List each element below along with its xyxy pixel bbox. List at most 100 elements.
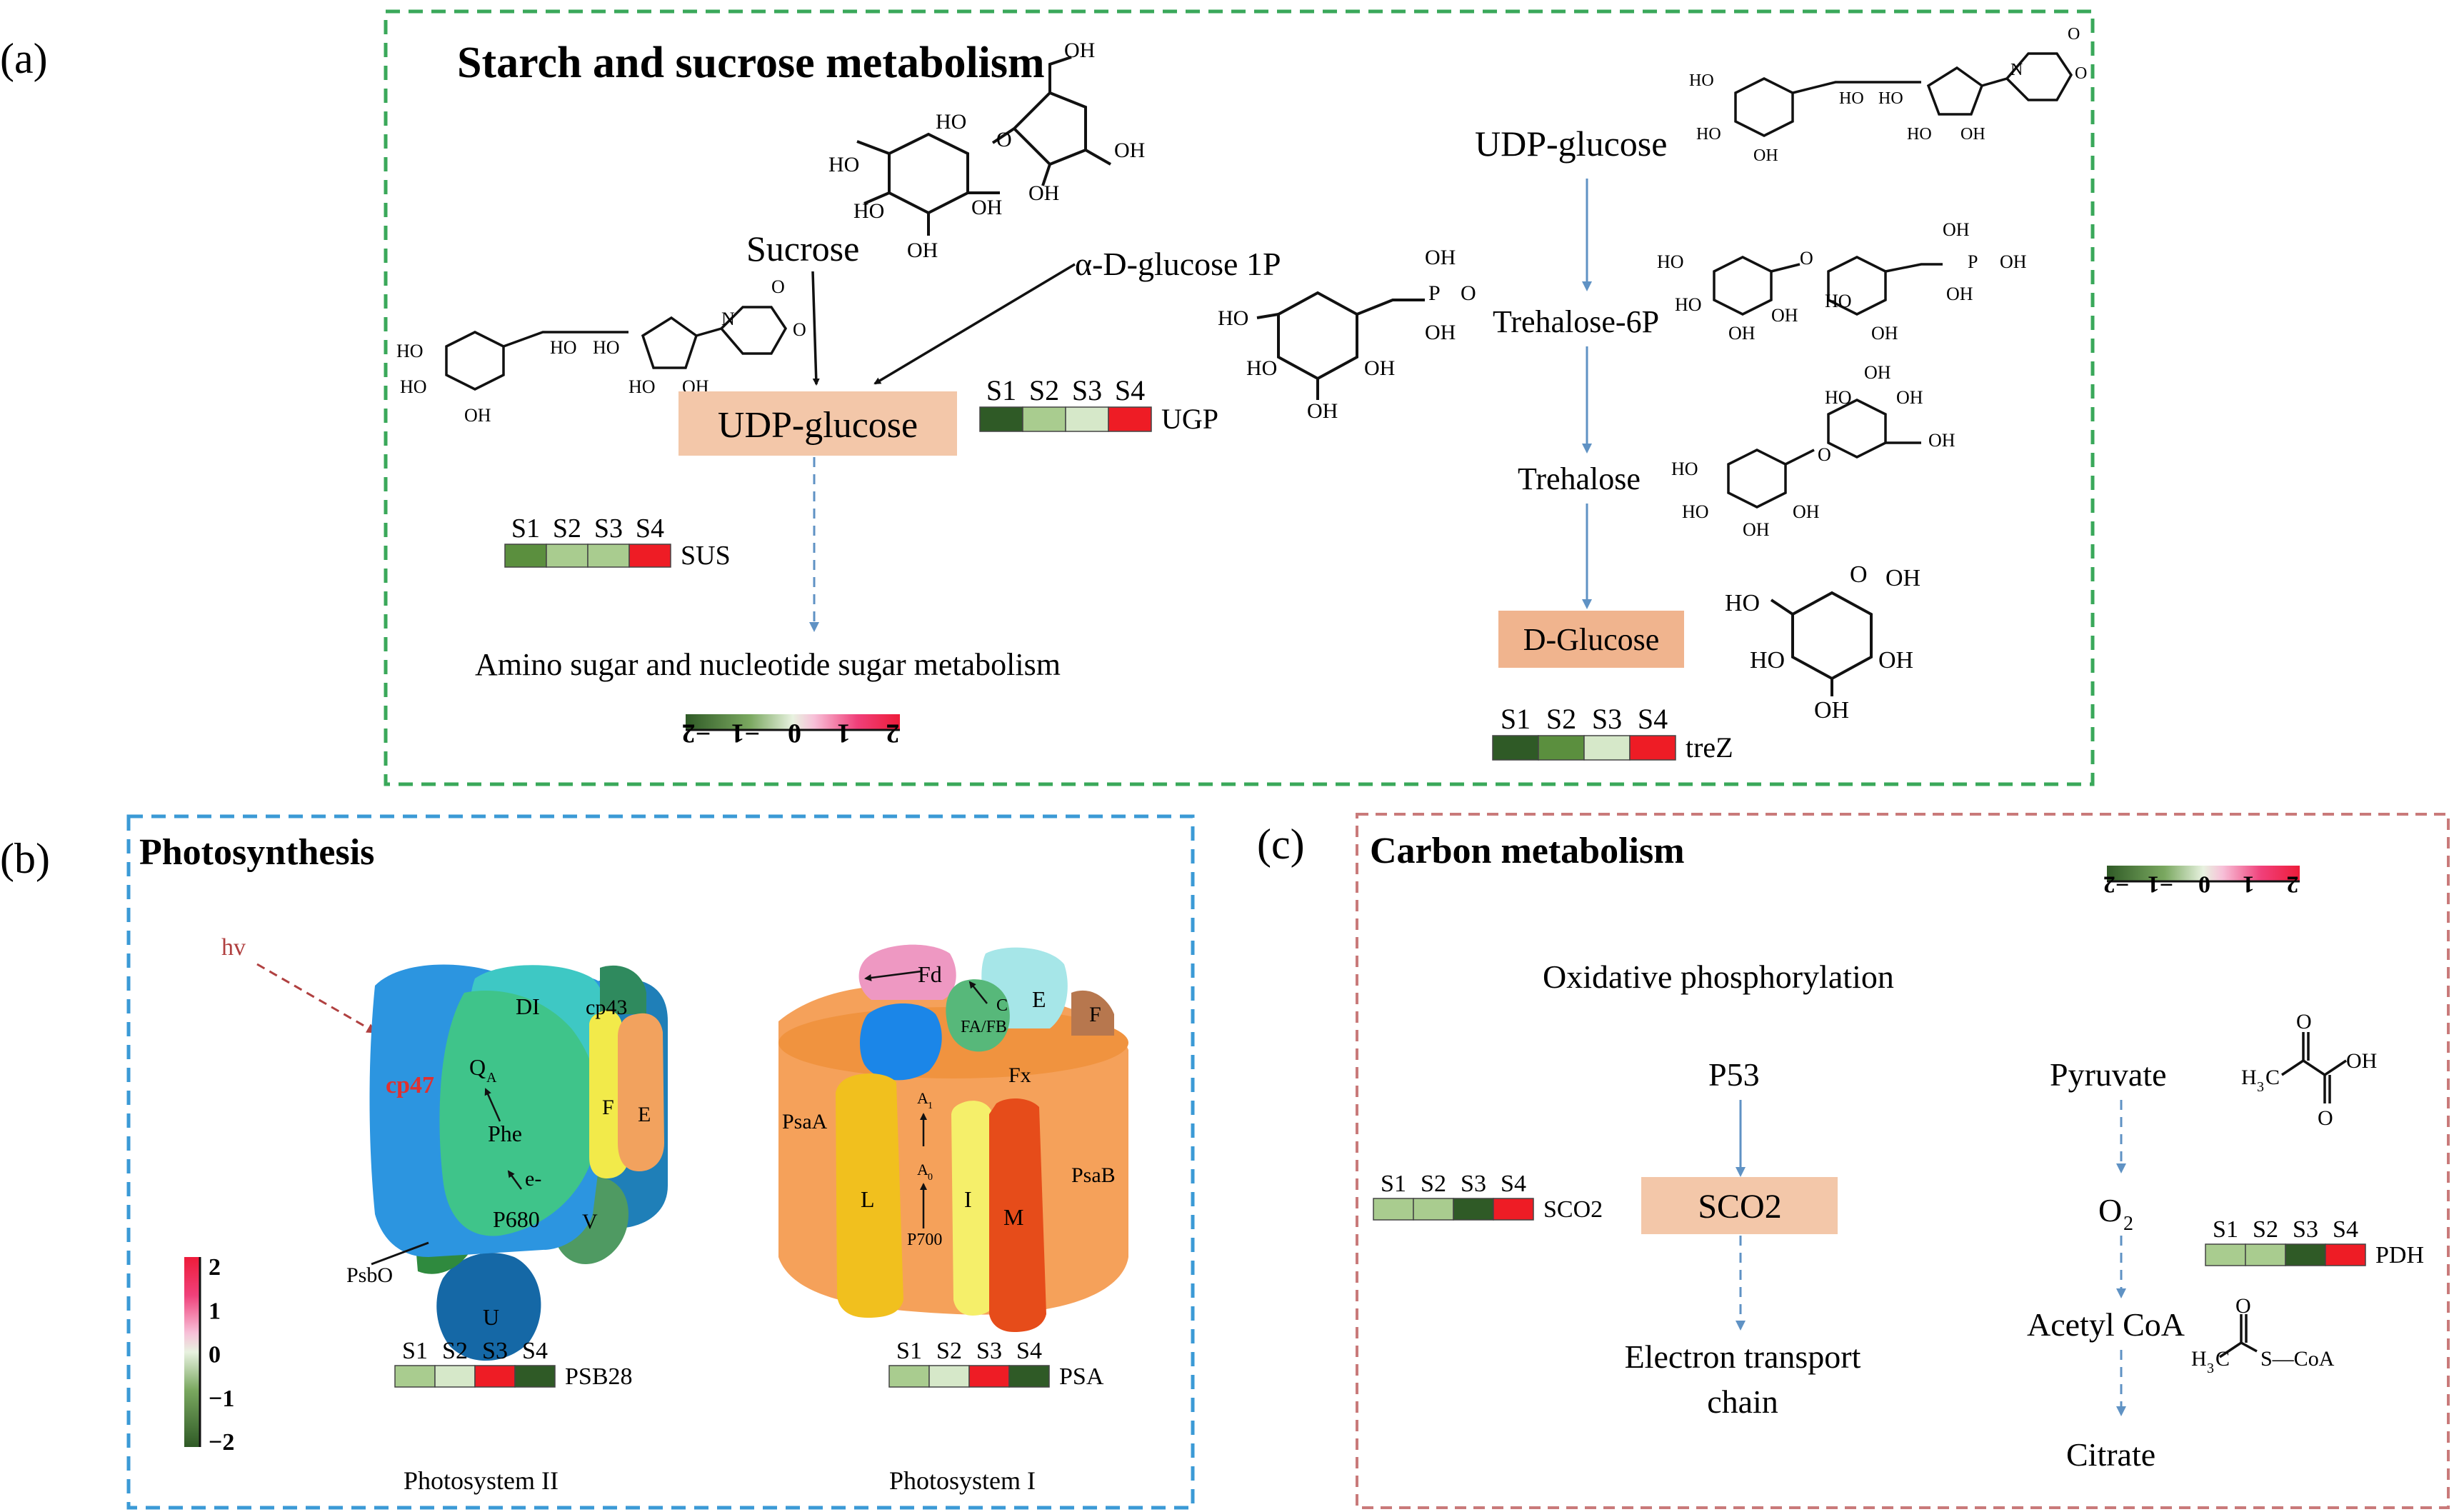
legend-tick: −2 xyxy=(209,1429,234,1456)
svg-text:N: N xyxy=(721,309,735,329)
psii-labels: cp47 DI cp43 Q A Phe e- P680 F E V U Psb… xyxy=(346,993,651,1330)
svg-text:HO: HO xyxy=(1750,647,1785,674)
heatmap-sample-label: S3 xyxy=(976,1338,1002,1364)
panel-a: (a) Starch and sucrose metabolism HO HO … xyxy=(0,9,2095,786)
heatmap-sample-label: S4 xyxy=(1501,1171,1526,1197)
heatmap-sample-label: S3 xyxy=(594,514,623,544)
svg-text:O: O xyxy=(2296,1010,2312,1033)
heatmap-sample-label: S4 xyxy=(636,514,664,544)
svg-text:O: O xyxy=(1850,561,1868,588)
svg-text:PsaB: PsaB xyxy=(1071,1163,1116,1187)
trehalose-labels: HO HO OH OH O HO OH OH OH xyxy=(1671,362,1955,540)
heatmap-cell xyxy=(979,406,1023,432)
svg-text:HO: HO xyxy=(593,337,620,358)
heatmap-cell xyxy=(434,1365,476,1388)
svg-text:O: O xyxy=(1461,281,1476,305)
heatmap-sample-label: S3 xyxy=(482,1338,508,1364)
heatmap-sample-label: S1 xyxy=(1381,1171,1406,1197)
svg-text:OH: OH xyxy=(1753,146,1778,165)
svg-text:HO: HO xyxy=(1825,387,1852,408)
sco2-box xyxy=(1641,1177,1838,1234)
heatmap-sample-label: S4 xyxy=(1638,703,1668,735)
heatmap-sample-label: S3 xyxy=(2293,1216,2318,1243)
svg-text:HO: HO xyxy=(1725,590,1760,616)
etc-label-line2: chain xyxy=(1707,1383,1778,1420)
svg-text:FA/FB: FA/FB xyxy=(961,1018,1007,1036)
svg-text:H: H xyxy=(2241,1066,2257,1089)
svg-text:OH: OH xyxy=(1364,356,1395,380)
heatmap-gene-label: PSB28 xyxy=(565,1363,633,1390)
svg-text:F: F xyxy=(602,1096,614,1119)
sucrose-labels: HO HO OH OH O HO OH OH OH xyxy=(828,39,1145,262)
svg-text:OH: OH xyxy=(971,196,1002,219)
legend-tick: −1 xyxy=(731,719,760,749)
heatmap-cell xyxy=(1492,735,1539,761)
pyruvate-labels: H 3 C O O OH xyxy=(2241,1010,2377,1130)
legend-tick: 1 xyxy=(2243,871,2255,897)
legend-tick: 1 xyxy=(837,719,851,749)
heatmap-cell xyxy=(1022,406,1066,432)
heatmap-cell xyxy=(928,1365,970,1388)
panel-b-color-legend: 210−1−2 xyxy=(184,1254,234,1456)
oxphos-label: Oxidative phosphorylation xyxy=(1543,958,1894,995)
panel-a-label: (a) xyxy=(0,35,48,82)
svg-text:HO: HO xyxy=(1878,89,1903,108)
heatmap-sample-label: S1 xyxy=(986,374,1016,406)
heatmap-cell xyxy=(968,1365,1010,1388)
heatmap-gene-label: UGP xyxy=(1161,403,1218,435)
svg-text:3: 3 xyxy=(2257,1079,2264,1095)
heatmap-sample-label: S4 xyxy=(1016,1338,1042,1364)
svg-text:OH: OH xyxy=(1028,181,1059,205)
trehalose6p-labels: HO HO OH O OH HO OH OH P OH OH xyxy=(1657,219,2027,344)
heatmap-gene-label: SUS xyxy=(681,541,731,571)
svg-text:OH: OH xyxy=(2346,1049,2377,1073)
svg-text:OH: OH xyxy=(1425,246,1456,269)
svg-text:C: C xyxy=(2265,1066,2280,1089)
udp-glucose-box-label: UDP-glucose xyxy=(718,405,918,446)
heatmap-gene-label: treZ xyxy=(1686,731,1733,763)
svg-text:HO: HO xyxy=(396,341,424,361)
etc-label-line1: Electron transport xyxy=(1625,1338,1861,1375)
svg-text:HO: HO xyxy=(1696,125,1721,144)
o2-subscript: 2 xyxy=(2123,1213,2133,1235)
acetyl-coa-structure xyxy=(2219,1314,2258,1358)
legend-tick: 0 xyxy=(788,719,801,749)
svg-text:HO: HO xyxy=(628,376,656,397)
panel-b-title: Photosynthesis xyxy=(139,832,374,873)
panel-a-border xyxy=(384,9,2095,786)
heatmap-sample-label: S2 xyxy=(936,1338,962,1364)
heatmap-sample-label: S2 xyxy=(1421,1171,1446,1197)
heatmap-cell xyxy=(2245,1243,2286,1266)
subunit-l xyxy=(836,1073,903,1318)
panel-b-label: (b) xyxy=(0,835,50,882)
acetyl-coa-label: Acetyl CoA xyxy=(2027,1306,2185,1343)
svg-text:HO: HO xyxy=(1825,291,1852,311)
heatmap-cell xyxy=(1008,1365,1050,1388)
svg-text:O: O xyxy=(771,276,785,297)
legend-tick: −1 xyxy=(2148,871,2173,897)
panel-c-title: Carbon metabolism xyxy=(1370,831,1685,871)
heatmap-sample-label: S1 xyxy=(511,514,540,544)
svg-text:HO: HO xyxy=(1839,89,1864,108)
svg-text:HO: HO xyxy=(853,199,884,223)
svg-text:F: F xyxy=(1089,1003,1101,1026)
svg-text:OH: OH xyxy=(1425,321,1456,344)
legend-tick: 0 xyxy=(2198,871,2210,897)
svg-text:HO: HO xyxy=(1671,459,1698,479)
svg-text:I: I xyxy=(964,1186,972,1212)
svg-text:O: O xyxy=(2075,64,2087,83)
svg-text:A: A xyxy=(917,1161,928,1178)
svg-text:O: O xyxy=(2068,25,2080,44)
svg-text:HO: HO xyxy=(1689,71,1714,90)
heatmap-cell xyxy=(1493,1198,1534,1221)
svg-text:O: O xyxy=(996,128,1012,151)
heatmap-gene-label: PDH xyxy=(2375,1242,2424,1268)
heatmap-cell xyxy=(2205,1243,2246,1266)
svg-text:OH: OH xyxy=(1943,219,1970,240)
cp47-label: cp47 xyxy=(386,1072,434,1098)
